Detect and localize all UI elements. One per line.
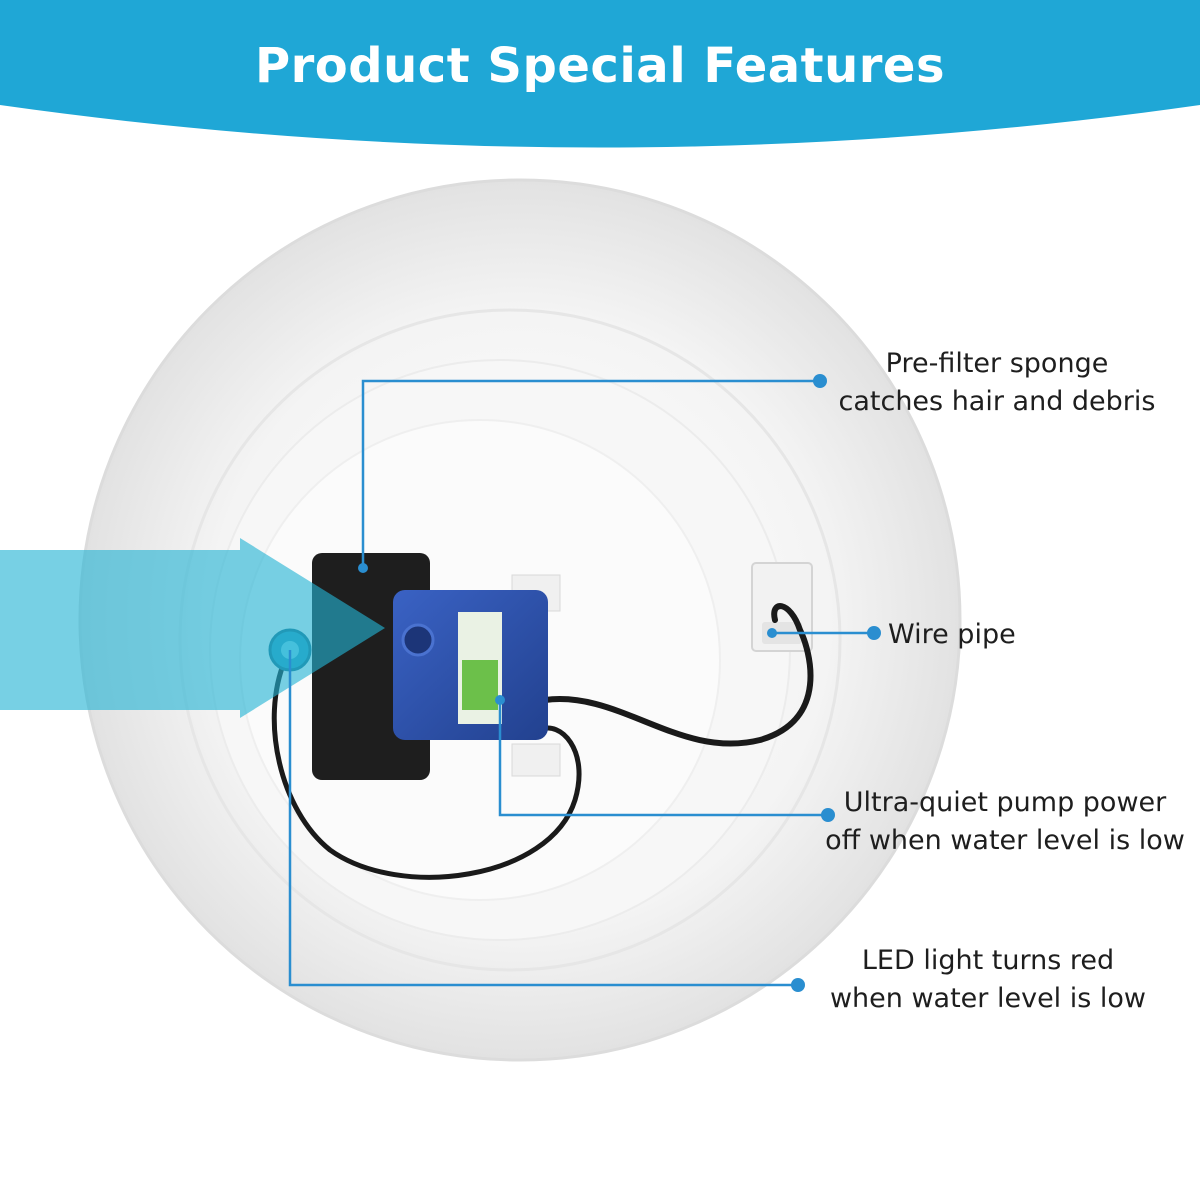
callout-led [288, 650, 796, 987]
label-led: LED light turns red when water level is … [815, 942, 1161, 1018]
label-wire-pipe-line1: Wire pipe [888, 619, 1016, 650]
pump-outlet [401, 623, 435, 657]
label-pump: Ultra-quiet pump power off when water le… [812, 784, 1198, 860]
callout-dot-pump [821, 808, 835, 822]
pump-mount-tab-bottom [511, 743, 561, 777]
label-pump-line1: Ultra-quiet pump power [843, 787, 1167, 818]
callout-prefilter [361, 379, 818, 568]
pump-label-stripe [462, 660, 498, 710]
led-cable [271, 657, 582, 880]
label-wire-pipe: Wire pipe [888, 616, 1038, 654]
label-prefilter-sponge: Pre-filter sponge catches hair and debri… [822, 345, 1172, 421]
callout-dot-prefilter-start [358, 563, 368, 573]
callout-dot-pump-start [495, 695, 505, 705]
page-title: Product Special Features [254, 38, 946, 94]
label-pump-line2: off when water level is low [825, 825, 1185, 856]
label-led-line2: when water level is low [829, 983, 1147, 1014]
header-banner [0, 0, 1200, 148]
label-prefilter-line1: Pre-filter sponge [885, 348, 1109, 379]
power-cable [542, 603, 814, 747]
callout-pump [498, 700, 826, 817]
callout-dot-led [791, 978, 805, 992]
callout-dot-wire-pipe-start [767, 628, 777, 638]
label-led-line1: LED light turns red [861, 945, 1115, 976]
callout-dot-wire-pipe [867, 626, 881, 640]
label-prefilter-line2: catches hair and debris [838, 386, 1156, 417]
callout-dot-prefilter [813, 374, 827, 388]
